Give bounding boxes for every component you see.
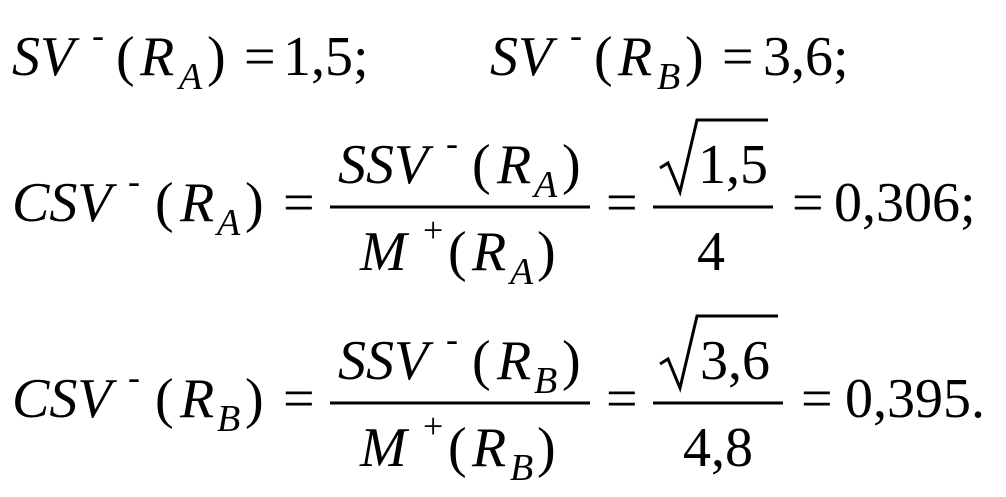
line1-left-value: 1,5; [283,26,369,88]
line3-sqrt-fraction-denominator: 4,8 [683,417,753,479]
line3-numerator-close-paren: ) [562,330,581,392]
line2-numerator-sup: - [446,123,458,163]
line2-lhs-fn: CSV [12,172,117,234]
line3-equals-1: = [283,368,315,430]
line1-left-fn: SV [12,26,80,88]
line3-sqrt-radical-icon [659,314,778,393]
line2-sqrt-argument: 1,5 [698,134,768,196]
line2-denominator-sup: + [423,210,443,250]
line3-numerator-sub: B [534,360,557,402]
line2-numerator-close-paren: ) [562,134,581,196]
line2-equals-2: = [606,172,638,234]
line3-denominator-sub: B [510,447,533,489]
line2-denominator-fn: M [359,221,410,283]
line1-right-sub: B [657,56,680,98]
line2-lhs-close-paren: ) [245,172,264,234]
line3-sqrt-fraction: 3,6 4,8 [653,314,783,479]
line3-lhs-sup: - [128,357,140,397]
line1-left-var: R [139,26,174,88]
line1-left-open-paren: ( [116,26,135,88]
line2-numerator-fn: SSV [338,134,434,196]
line3-denominator-close-paren: ) [537,417,556,479]
line1-right-expression: SV - ( R B ) = 3,6; [490,15,849,98]
line3-numerator-var: R [496,330,531,392]
line3-result: 0,395. [845,368,985,430]
line2-equals-3: = [792,172,824,234]
line2-result: 0,306; [834,172,976,234]
line1-right-open-paren: ( [594,26,613,88]
line3-fraction: SSV - ( R B ) M + ( R B ) [330,319,590,489]
line3-equals-3: = [801,368,833,430]
line2-denominator-var: R [471,221,506,283]
line3-denominator-sup: + [423,406,443,446]
line3-sqrt-argument: 3,6 [700,330,770,392]
line3-lhs-close-paren: ) [245,368,264,430]
line2-numerator-open-paren: ( [472,134,491,196]
line3-lhs-var: R [179,368,214,430]
line3-lhs-fn: CSV [12,368,117,430]
line2-denominator-sub: A [507,251,534,293]
line3-numerator-fn: SSV [338,330,434,392]
line1-right-close-paren: ) [685,26,704,88]
line1-right-var: R [617,26,652,88]
line2-sqrt-fraction: 1,5 4 [653,118,773,283]
line2-lhs-sup: - [128,161,140,201]
line2-fraction: SSV - ( R A ) M + ( R A ) [330,123,590,293]
line3-denominator-var: R [471,417,506,479]
line1-left-sub: A [176,56,203,98]
line2-lhs-open-paren: ( [155,172,174,234]
line2-lhs-var: R [179,172,214,234]
line2-sqrt-fraction-denominator: 4 [697,221,725,283]
line2-equals-1: = [283,172,315,234]
line2-lhs-sub: A [214,202,241,244]
line2-sqrt-radical-icon [659,118,768,197]
line1-right-fn: SV [490,26,558,88]
line2-denominator-close-paren: ) [537,221,556,283]
line3-numerator-sup: - [446,319,458,359]
line2-numerator-var: R [496,134,531,196]
line3-numerator-open-paren: ( [472,330,491,392]
line3-denominator-fn: M [359,417,410,479]
line2-expression: CSV - ( R A ) = SSV - ( R A ) M + ( R A … [12,118,976,293]
line3-lhs-open-paren: ( [155,368,174,430]
line3-lhs-sub: B [217,398,240,440]
line3-denominator-open-paren: ( [448,417,467,479]
line3-equals-2: = [606,368,638,430]
line3-expression: CSV - ( R B ) = SSV - ( R B ) M + ( R B … [12,314,985,489]
line1-left-close-paren: ) [207,26,226,88]
line1-left-equals: = [244,26,276,88]
line2-numerator-sub: A [531,164,558,206]
line1-right-sup: - [570,15,582,55]
line2-denominator-open-paren: ( [448,221,467,283]
line1-left-expression: SV - ( R A ) = 1,5; [12,15,369,98]
line1-right-equals: = [722,26,754,88]
line1-right-value: 3,6; [763,26,849,88]
line1-left-sup: - [92,15,104,55]
